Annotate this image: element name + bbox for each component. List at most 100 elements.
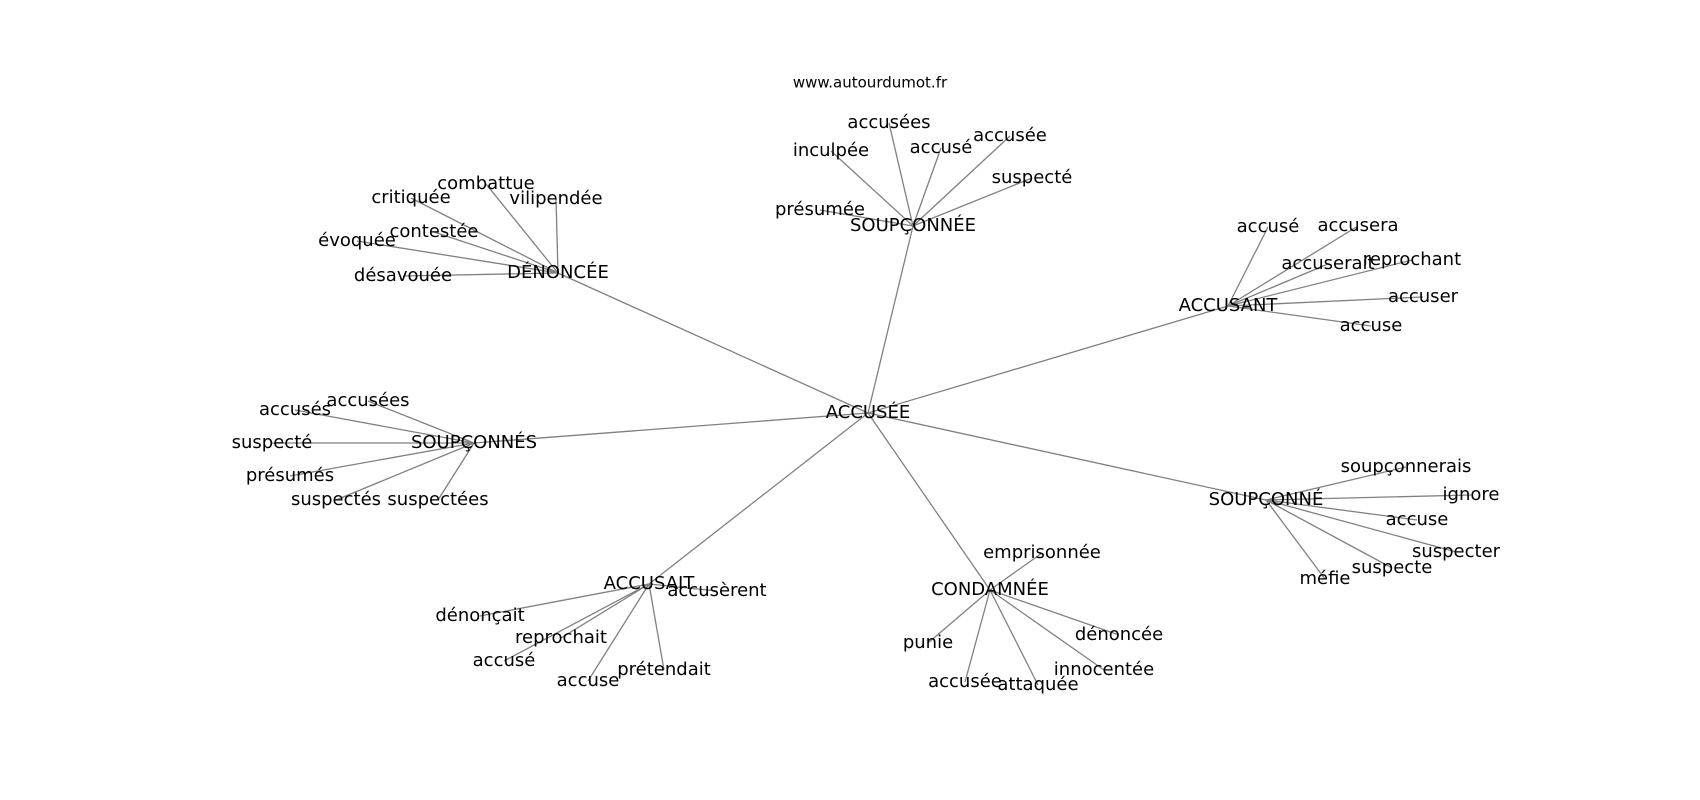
leaf-word[interactable]: dénoncée — [1075, 624, 1163, 645]
leaf-word[interactable]: inculpée — [793, 140, 869, 161]
watermark-text: www.autourdumot.fr — [793, 74, 948, 92]
edge-hub-4-leaf-4 — [1265, 499, 1393, 569]
edge-hub-2-leaf-2 — [1227, 263, 1329, 307]
edge-hub-0-leaf-1 — [912, 147, 942, 227]
leaf-word[interactable]: accusées — [847, 112, 930, 133]
leaf-word[interactable]: suspecté — [992, 167, 1073, 188]
edge-hub-4-leaf-1 — [1265, 494, 1472, 501]
labels-layer: www.autourdumot.fr accuséesaccuséaccusée… — [232, 74, 1501, 696]
edge-hub-2-leaf-0 — [1227, 226, 1269, 307]
leaf-word[interactable]: suspectées — [387, 489, 488, 510]
leaf-word[interactable]: suspecter — [1412, 541, 1501, 562]
hub-word[interactable]: SOUPÇONNÉE — [850, 214, 976, 236]
edge-hub-0-leaf-0 — [888, 122, 914, 227]
edge-hub-5-leaf-2 — [560, 583, 650, 639]
edge-center-hub-6 — [867, 412, 991, 591]
leaf-word[interactable]: accusée — [973, 125, 1047, 146]
edge-hub-5-leaf-5 — [587, 583, 650, 682]
leaf-word[interactable]: méfie — [1299, 568, 1350, 589]
edge-hub-0-leaf-3 — [830, 150, 914, 227]
hub-word[interactable]: CONDAMNÉE — [931, 578, 1049, 600]
edge-hub-2-leaf-4 — [1227, 296, 1424, 307]
leaf-word[interactable]: accusera — [1317, 215, 1398, 236]
leaf-word[interactable]: emprisonnée — [983, 542, 1101, 563]
leaf-word[interactable]: accusée — [928, 671, 1002, 692]
leaf-word[interactable]: reprochant — [1363, 249, 1461, 270]
edge-hub-1-leaf-1 — [410, 197, 559, 274]
edge-hub-6-leaf-5 — [989, 589, 1039, 686]
leaf-word[interactable]: dénonçait — [435, 605, 524, 626]
leaf-word[interactable]: accuse — [557, 670, 620, 691]
edge-center-hub-5 — [648, 412, 869, 585]
edge-hub-1-leaf-2 — [555, 198, 559, 274]
edge-hub-5-leaf-4 — [648, 583, 665, 671]
leaf-word[interactable]: suspectés — [291, 489, 381, 510]
leaf-word[interactable]: présumés — [246, 465, 334, 486]
edge-hub-4-leaf-0 — [1265, 466, 1407, 501]
edge-hub-4-leaf-2 — [1265, 499, 1418, 521]
edge-center-hub-4 — [867, 412, 1267, 501]
edge-hub-2-leaf-3 — [1227, 259, 1413, 307]
leaf-word[interactable]: accusèrent — [667, 580, 766, 601]
leaf-word[interactable]: accusé — [910, 137, 973, 158]
hub-word[interactable]: ACCUSAIT — [604, 573, 696, 594]
edge-hub-5-leaf-3 — [503, 583, 650, 662]
edge-hub-4-leaf-3 — [1265, 499, 1457, 553]
leaf-word[interactable]: accuse — [1340, 315, 1403, 336]
leaf-word[interactable]: reprochait — [515, 627, 607, 648]
hub-word[interactable]: ACCUSANT — [1179, 295, 1279, 316]
leaf-word[interactable]: suspecte — [1352, 557, 1433, 578]
leaf-word[interactable]: combattue — [437, 173, 535, 194]
hub-word[interactable]: SOUPÇONNÉS — [411, 431, 537, 453]
edge-hub-3-leaf-1 — [294, 409, 475, 444]
edge-hub-6-leaf-3 — [989, 589, 1105, 671]
leaf-word[interactable]: suspecté — [232, 432, 313, 453]
edge-center-hub-3 — [473, 412, 869, 444]
edge-center-hub-0 — [867, 225, 914, 414]
leaf-word[interactable]: accusées — [326, 390, 409, 411]
leaf-word[interactable]: évoquée — [318, 230, 396, 251]
edge-center-hub-1 — [557, 272, 869, 414]
leaf-word[interactable]: désavouée — [354, 265, 452, 286]
edge-hub-6-leaf-0 — [989, 552, 1043, 591]
leaf-word[interactable]: accusé — [1237, 216, 1300, 237]
edges-layer — [272, 122, 1472, 686]
edge-hub-6-leaf-1 — [989, 589, 1120, 636]
edge-hub-0-leaf-4 — [912, 177, 1033, 227]
hub-word[interactable]: SOUPÇONNÉ — [1209, 488, 1324, 510]
edge-hub-6-leaf-4 — [964, 589, 991, 683]
leaf-word[interactable]: vilipendée — [509, 188, 602, 209]
edge-hub-5-leaf-1 — [479, 583, 650, 617]
edge-hub-1-leaf-3 — [433, 231, 559, 274]
center-word[interactable]: ACCUSÉE — [826, 401, 910, 423]
edge-hub-5-leaf-0 — [648, 583, 718, 592]
leaf-word[interactable]: accuse — [1386, 509, 1449, 530]
edge-hub-3-leaf-4 — [335, 442, 475, 501]
leaf-word[interactable]: accuser — [1388, 286, 1459, 307]
edge-hub-6-leaf-2 — [927, 589, 991, 644]
edge-hub-2-leaf-5 — [1227, 305, 1372, 327]
leaf-word[interactable]: ignore — [1443, 484, 1500, 505]
leaf-word[interactable]: accuserait — [1281, 253, 1374, 274]
leaf-word[interactable]: contestée — [389, 221, 478, 242]
leaf-word[interactable]: soupçonnerais — [1341, 456, 1472, 477]
edge-hub-3-leaf-0 — [367, 400, 475, 444]
leaf-word[interactable]: prétendait — [617, 659, 711, 680]
edge-hub-2-leaf-1 — [1227, 225, 1359, 307]
leaf-word[interactable]: accusés — [259, 399, 331, 420]
leaf-word[interactable]: accusé — [473, 650, 536, 671]
leaf-word[interactable]: critiquée — [371, 187, 450, 208]
edge-center-hub-2 — [867, 305, 1229, 414]
leaf-word[interactable]: attaquée — [997, 674, 1078, 695]
hub-word[interactable]: DÉNONCÉE — [507, 261, 609, 283]
edge-hub-3-leaf-5 — [437, 442, 475, 501]
edge-hub-1-leaf-5 — [402, 272, 559, 277]
edge-hub-0-leaf-5 — [819, 209, 914, 227]
leaf-word[interactable]: présumée — [775, 199, 865, 220]
leaf-word[interactable]: innocentée — [1054, 659, 1154, 680]
edge-hub-1-leaf-4 — [356, 240, 559, 274]
edge-hub-4-leaf-5 — [1265, 499, 1326, 580]
edge-hub-0-leaf-2 — [912, 135, 1011, 227]
leaf-word[interactable]: punie — [903, 632, 953, 653]
